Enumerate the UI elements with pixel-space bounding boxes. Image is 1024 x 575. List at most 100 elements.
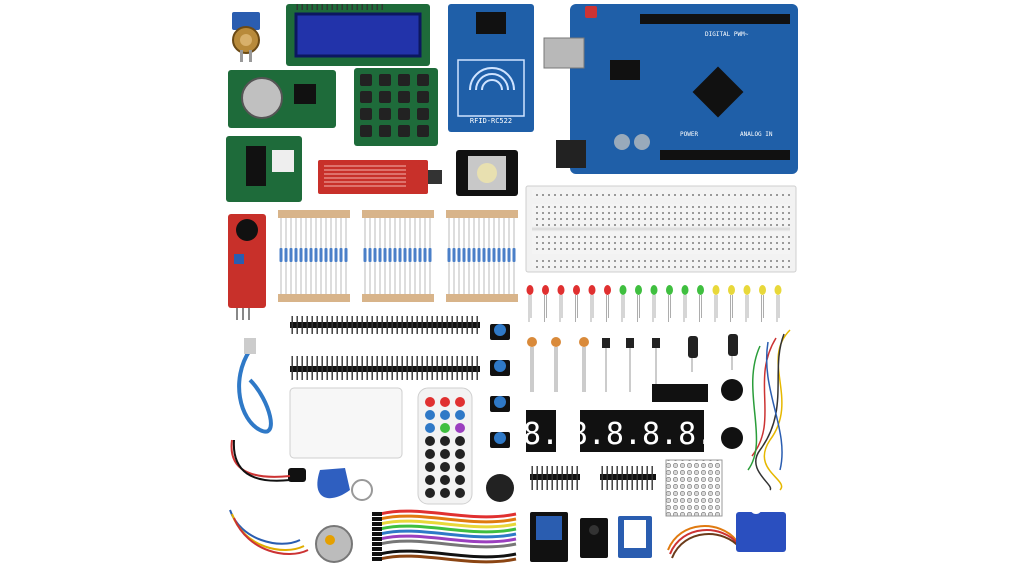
resistor-tape	[362, 294, 434, 302]
resistor-body	[512, 248, 516, 262]
capacitors	[688, 334, 738, 372]
resistor-tape	[362, 210, 434, 218]
remote-key	[440, 462, 450, 472]
resistor-body	[492, 248, 496, 262]
remote-key	[440, 475, 450, 485]
resistor-body	[289, 248, 293, 262]
seven-segment-single: 8.	[523, 410, 559, 452]
remote-key	[425, 436, 435, 446]
resistor-body	[497, 248, 501, 262]
dupont-connector	[372, 512, 382, 516]
remote-key	[440, 410, 450, 420]
resistor-body	[413, 248, 417, 262]
resistor-body	[339, 248, 343, 262]
seven-segment-quad: 8.8.8.8.	[570, 410, 714, 452]
resistor-tape	[278, 294, 350, 302]
remote-key	[455, 423, 465, 433]
pin-headers	[290, 316, 480, 380]
transistor	[626, 338, 634, 348]
push-button-cap	[494, 324, 506, 336]
remote-key	[440, 488, 450, 498]
straight-header-pins	[530, 466, 656, 490]
dupont-connector	[372, 517, 382, 521]
resistor-body	[324, 248, 328, 262]
dupont-wire	[379, 534, 517, 544]
keypad-key	[360, 125, 372, 137]
keypad-key	[398, 125, 410, 137]
servo-motor	[667, 502, 786, 559]
resistor-body	[487, 248, 491, 262]
temperature-humidity-sensor	[618, 516, 652, 558]
stepper-driver-board	[226, 136, 302, 202]
potentiometer	[232, 12, 260, 62]
led	[619, 285, 627, 295]
remote-key	[455, 436, 465, 446]
battery-clip	[230, 439, 306, 482]
keypad-module	[354, 68, 438, 146]
remote-key	[425, 423, 435, 433]
keypad-key	[398, 108, 410, 120]
remote-key	[440, 449, 450, 459]
resistor-body	[408, 248, 412, 262]
resistor-tape	[446, 294, 518, 302]
microcontroller-board: DIGITAL PWM~ POWER ANALOG IN	[543, 4, 798, 174]
led	[712, 285, 720, 295]
remote-key	[425, 449, 435, 459]
rfid-reader-module: RFID-RC522	[448, 4, 534, 132]
dupont-wire	[379, 514, 517, 524]
dupont-wire	[379, 529, 517, 539]
resistor-body	[368, 248, 372, 262]
dupont-wire	[379, 549, 517, 559]
push-button-cap	[494, 360, 506, 372]
remote-key	[440, 397, 450, 407]
rfid-module-label: RFID-RC522	[470, 117, 512, 125]
resistor-body	[363, 248, 367, 262]
shift-register-ic	[652, 384, 708, 402]
resistor-body	[472, 248, 476, 262]
resistor-body	[373, 248, 377, 262]
keypad-key	[417, 125, 429, 137]
resistor-body	[457, 248, 461, 262]
resistor-body	[403, 248, 407, 262]
breadboard	[525, 185, 797, 273]
resistor-body	[304, 248, 308, 262]
remote-key	[425, 410, 435, 420]
buzzers	[721, 379, 743, 449]
remote-key	[425, 488, 435, 498]
resistor-body	[378, 248, 382, 262]
lcd-display-module	[286, 4, 430, 66]
resistor-body	[502, 248, 506, 262]
keypad-key	[379, 125, 391, 137]
remote-key	[455, 397, 465, 407]
ir-receiver-module	[580, 518, 608, 558]
board-digital-header-label: DIGITAL PWM~	[705, 31, 749, 38]
remote-key	[455, 475, 465, 485]
resistor-tape	[278, 210, 350, 218]
resistor-body	[309, 248, 313, 262]
keypad-key	[398, 91, 410, 103]
rfid-card	[289, 387, 403, 459]
led	[604, 285, 611, 295]
stepper-motor	[229, 509, 353, 563]
remote-key	[425, 462, 435, 472]
led	[666, 285, 673, 295]
resistor-body	[329, 248, 333, 262]
joystick-cap	[486, 474, 514, 502]
led	[542, 285, 549, 295]
led	[557, 285, 565, 295]
keypad-key	[398, 74, 410, 86]
resistor-body	[284, 248, 288, 262]
led-dot-matrix	[665, 459, 723, 517]
resistor-body	[388, 248, 392, 262]
resistor-body	[319, 248, 323, 262]
resistor-body	[462, 248, 466, 262]
resistor-body	[418, 248, 422, 262]
resistor-body	[477, 248, 481, 262]
remote-key	[440, 423, 450, 433]
dupont-connector	[372, 547, 382, 551]
board-analog-label: ANALOG IN	[740, 131, 773, 138]
resistor-body	[452, 248, 456, 262]
board-power-label: POWER	[680, 131, 698, 138]
remote-key	[455, 449, 465, 459]
remote-key	[425, 397, 435, 407]
